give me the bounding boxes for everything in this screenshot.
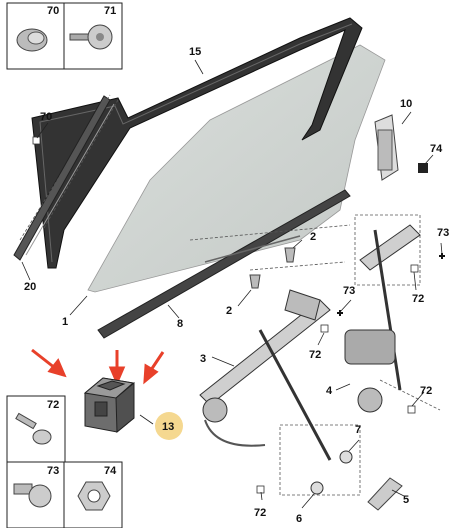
module-bracket — [374, 114, 399, 181]
window-switch-13 — [83, 377, 135, 434]
screw-71-icon — [69, 24, 113, 50]
bolt-73-icon — [13, 483, 52, 508]
legend-label-74: 74 — [104, 465, 117, 477]
grommet-6 — [310, 481, 324, 495]
callout-73a: 73 — [437, 227, 449, 239]
callout-72d: 72 — [254, 507, 266, 519]
regulator-motor — [344, 224, 421, 413]
inner-belt-line — [204, 235, 301, 263]
reference-squares — [32, 136, 419, 494]
leader-lines — [21, 59, 443, 509]
callout-72c: 72 — [420, 385, 432, 397]
legend-label-71: 71 — [104, 5, 116, 17]
clip-2a — [284, 247, 296, 263]
construction-lines — [19, 94, 441, 496]
rivet-72-icon — [15, 412, 52, 445]
window-run-channel — [13, 95, 111, 261]
grommet-7 — [339, 450, 353, 464]
clip-70-icon — [16, 28, 48, 52]
legend-label-72: 72 — [47, 399, 59, 411]
belt-strip — [97, 189, 351, 339]
callout-72a: 72 — [412, 293, 424, 305]
callout-73b: 73 — [343, 285, 355, 297]
fastener-legend-bottom: 72 73 74 — [6, 395, 123, 528]
frame-seal — [31, 17, 363, 269]
window-crank-handle — [367, 477, 403, 511]
callout-3: 3 — [200, 353, 206, 365]
window-glass — [87, 44, 386, 293]
legend-label-70: 70 — [47, 5, 59, 17]
callout-70: 70 — [40, 111, 52, 123]
callout-10: 10 — [400, 98, 412, 110]
callout-72b: 72 — [309, 349, 321, 361]
callout-2b: 2 — [226, 305, 232, 317]
callout-1: 1 — [62, 316, 68, 328]
callout-13: 13 — [162, 421, 174, 433]
fastener-legend-top: 70 71 — [6, 2, 123, 70]
callout-labels: 15 10 74 70 2 73 20 73 72 2 1 8 72 3 4 7… — [24, 46, 449, 525]
highlight-arrows — [31, 348, 165, 386]
window-regulator — [199, 289, 332, 461]
nut-74-icon — [77, 481, 111, 511]
callout-20: 20 — [24, 281, 36, 293]
callout-5: 5 — [403, 494, 409, 506]
nut-74-square — [418, 163, 428, 173]
callout-4: 4 — [326, 385, 333, 397]
cross-markers — [337, 253, 445, 316]
clip-2b — [249, 274, 261, 289]
callout-7: 7 — [355, 424, 361, 436]
callout-8: 8 — [177, 318, 183, 330]
highlight-badge-13 — [155, 412, 183, 440]
callout-2a: 2 — [310, 231, 316, 243]
callout-15: 15 — [189, 46, 201, 58]
legend-label-73: 73 — [47, 465, 59, 477]
callout-6: 6 — [296, 513, 302, 525]
callout-74: 74 — [430, 143, 443, 155]
